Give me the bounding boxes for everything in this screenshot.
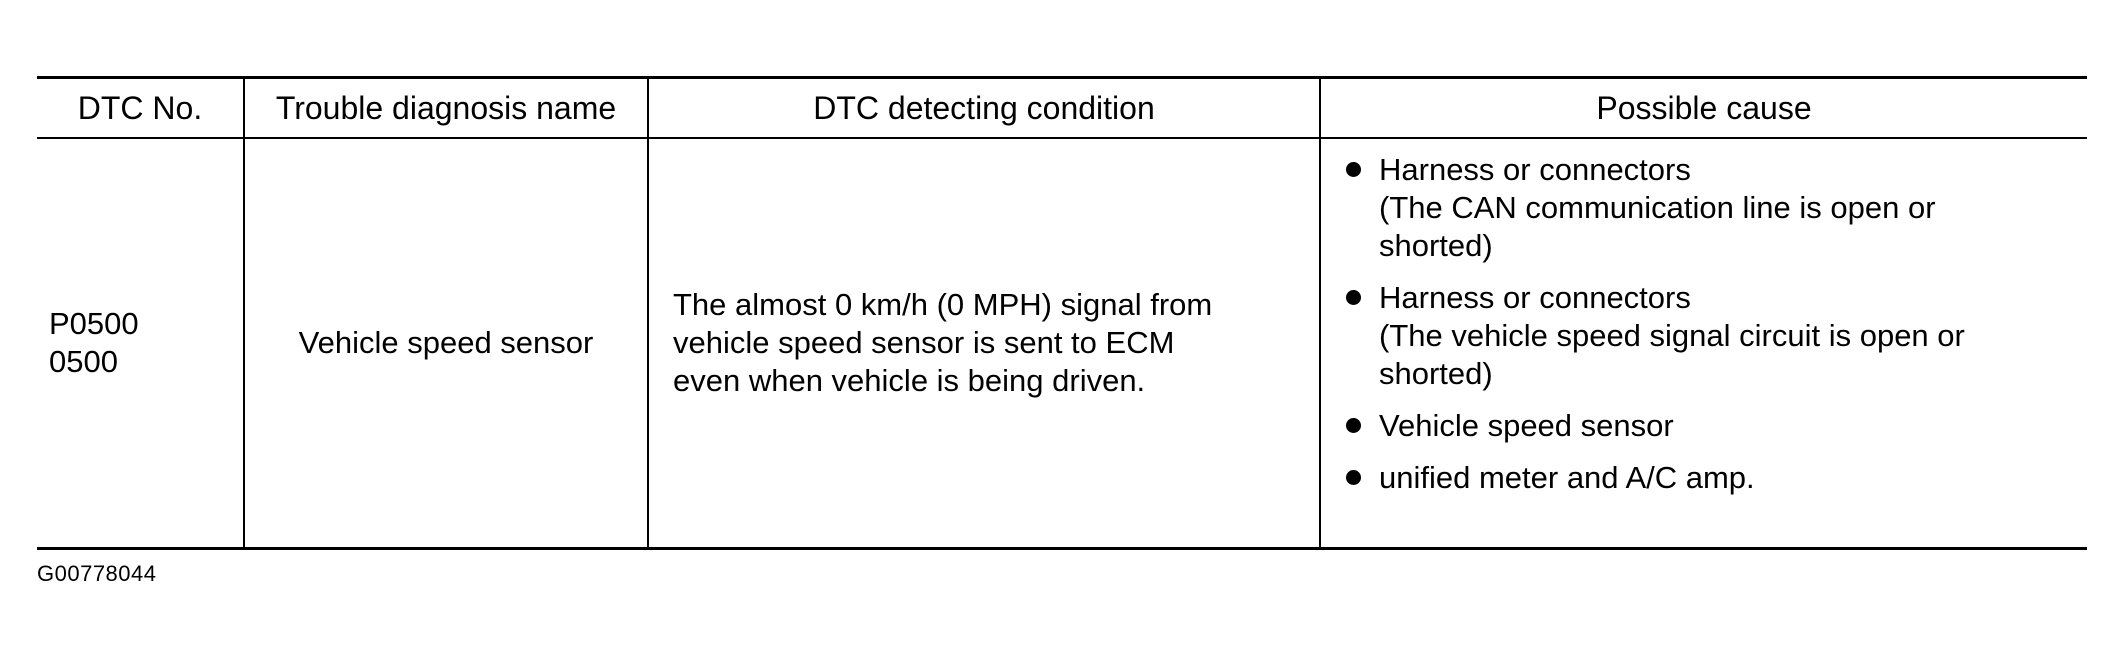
dtc-code-primary: P0500 bbox=[49, 306, 139, 341]
bullet-icon bbox=[1346, 470, 1361, 485]
table-header-row: DTC No. Trouble diagnosis name DTC detec… bbox=[37, 77, 2087, 138]
list-item: Harness or connectors (The CAN communica… bbox=[1343, 151, 2079, 265]
figure-id: G00778044 bbox=[37, 561, 157, 586]
cell-possible-cause: Harness or connectors (The CAN communica… bbox=[1319, 138, 2087, 549]
cause-text: Harness or connectors bbox=[1379, 280, 1691, 315]
cause-detail: (The vehicle speed signal circuit is ope… bbox=[1379, 318, 1965, 353]
cause-detail: shorted) bbox=[1379, 356, 1493, 391]
condition-line: The almost 0 km/h (0 MPH) signal from bbox=[673, 287, 1213, 322]
list-item: Harness or connectors (The vehicle speed… bbox=[1343, 279, 2079, 393]
dtc-table: DTC No. Trouble diagnosis name DTC detec… bbox=[37, 76, 2087, 550]
list-item: Vehicle speed sensor bbox=[1343, 407, 2079, 445]
condition-line: vehicle speed sensor is sent to ECM bbox=[673, 325, 1175, 360]
bullet-icon bbox=[1346, 162, 1361, 177]
header-dtc-no: DTC No. bbox=[37, 77, 245, 138]
possible-cause-list: Harness or connectors (The CAN communica… bbox=[1343, 151, 2079, 497]
cause-text: unified meter and A/C amp. bbox=[1379, 460, 1755, 495]
condition-line: even when vehicle is being driven. bbox=[673, 363, 1146, 398]
cell-diagnosis-name: Vehicle speed sensor bbox=[243, 138, 649, 549]
cell-dtc-no: P0500 0500 bbox=[37, 138, 245, 549]
bullet-icon bbox=[1346, 290, 1361, 305]
header-possible-cause: Possible cause bbox=[1319, 77, 2087, 138]
table-row: P0500 0500 Vehicle speed sensor The almo… bbox=[37, 138, 2087, 549]
header-trouble-diagnosis-name: Trouble diagnosis name bbox=[243, 77, 649, 138]
cell-detecting-condition: The almost 0 km/h (0 MPH) signal from ve… bbox=[647, 138, 1321, 549]
cause-detail: (The CAN communication line is open or bbox=[1379, 190, 1936, 225]
cause-detail: shorted) bbox=[1379, 228, 1493, 263]
cause-text: Vehicle speed sensor bbox=[1379, 408, 1674, 443]
dtc-code-secondary: 0500 bbox=[49, 344, 118, 379]
list-item: unified meter and A/C amp. bbox=[1343, 459, 2079, 497]
header-dtc-detecting-condition: DTC detecting condition bbox=[647, 77, 1321, 138]
cause-text: Harness or connectors bbox=[1379, 152, 1691, 187]
bullet-icon bbox=[1346, 418, 1361, 433]
